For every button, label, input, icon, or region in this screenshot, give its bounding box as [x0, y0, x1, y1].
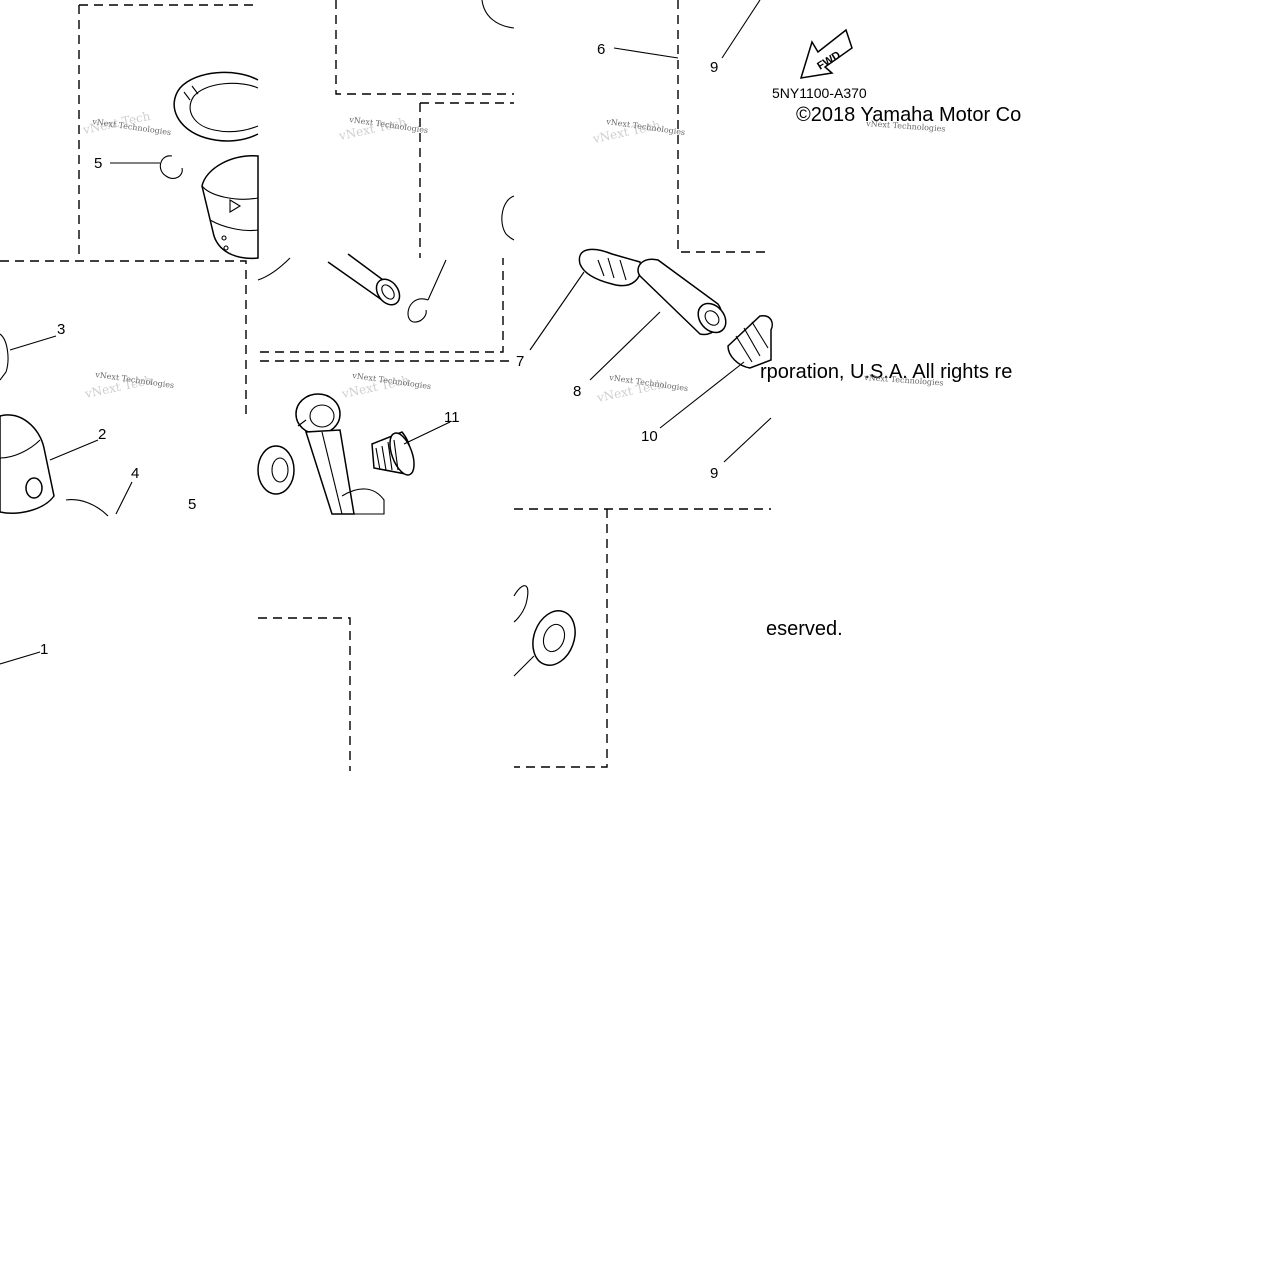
- thrust-washer: [532, 610, 576, 666]
- needle-bearing: [371, 431, 415, 476]
- part-fragment-top: [481, 0, 515, 29]
- callout-1: 1: [40, 641, 48, 658]
- leader-lines: [0, 0, 772, 677]
- boundary-piston-ring-group: [78, 4, 258, 258]
- big-end-bearing: [727, 315, 773, 369]
- part-fragment: [513, 585, 529, 623]
- callout-6: 6: [597, 41, 605, 58]
- copyright-line-3: eserved.: [766, 618, 843, 640]
- boundary-lower-right-group: [514, 508, 771, 768]
- callout-9a: 9: [710, 59, 718, 76]
- callout-2: 2: [98, 426, 106, 443]
- callout-9b: 9: [710, 465, 718, 482]
- boundary-upper-right-group: [677, 0, 771, 253]
- callout-4: 4: [131, 465, 139, 482]
- crank-pin: [637, 258, 727, 336]
- diagram-code: 5NY1100-A370: [772, 85, 867, 101]
- group-boundaries: [0, 0, 771, 771]
- callout-5a: 5: [94, 155, 102, 172]
- callout-3: 3: [57, 321, 65, 338]
- copyright-line-2: rporation, U.S.A. All rights re: [760, 361, 1012, 383]
- callouts: 5 3 2 4 5 1 11 6 9 7 8 10 9: [40, 41, 718, 658]
- boundary-left-group: [0, 260, 247, 420]
- piston: [201, 155, 259, 260]
- callout-7: 7: [516, 353, 524, 370]
- washer: [257, 445, 295, 495]
- connecting-rod: [295, 393, 385, 515]
- part-fragment: [257, 257, 291, 281]
- bearing-ring: [578, 248, 642, 287]
- piston-left: [0, 333, 109, 517]
- callout-5b: 5: [188, 496, 196, 513]
- boundary-crank-group: [258, 360, 514, 771]
- fwd-arrow-icon: FWD: [799, 28, 853, 79]
- watermarks: vNext Tech vNext Technologies vNext Tech…: [81, 109, 946, 405]
- piston-ring: [173, 71, 259, 142]
- boundary-top-group: [335, 0, 514, 95]
- boundary-pin-group: [260, 102, 514, 353]
- callout-10: 10: [641, 428, 658, 445]
- copyright-line-1: ©2018 Yamaha Motor Co: [796, 104, 1021, 126]
- circlip: [159, 155, 183, 179]
- callout-11: 11: [444, 409, 460, 426]
- callout-8: 8: [573, 383, 581, 400]
- piston-pin: [327, 253, 401, 306]
- circlip: [407, 298, 429, 323]
- part-fragment: [501, 195, 515, 241]
